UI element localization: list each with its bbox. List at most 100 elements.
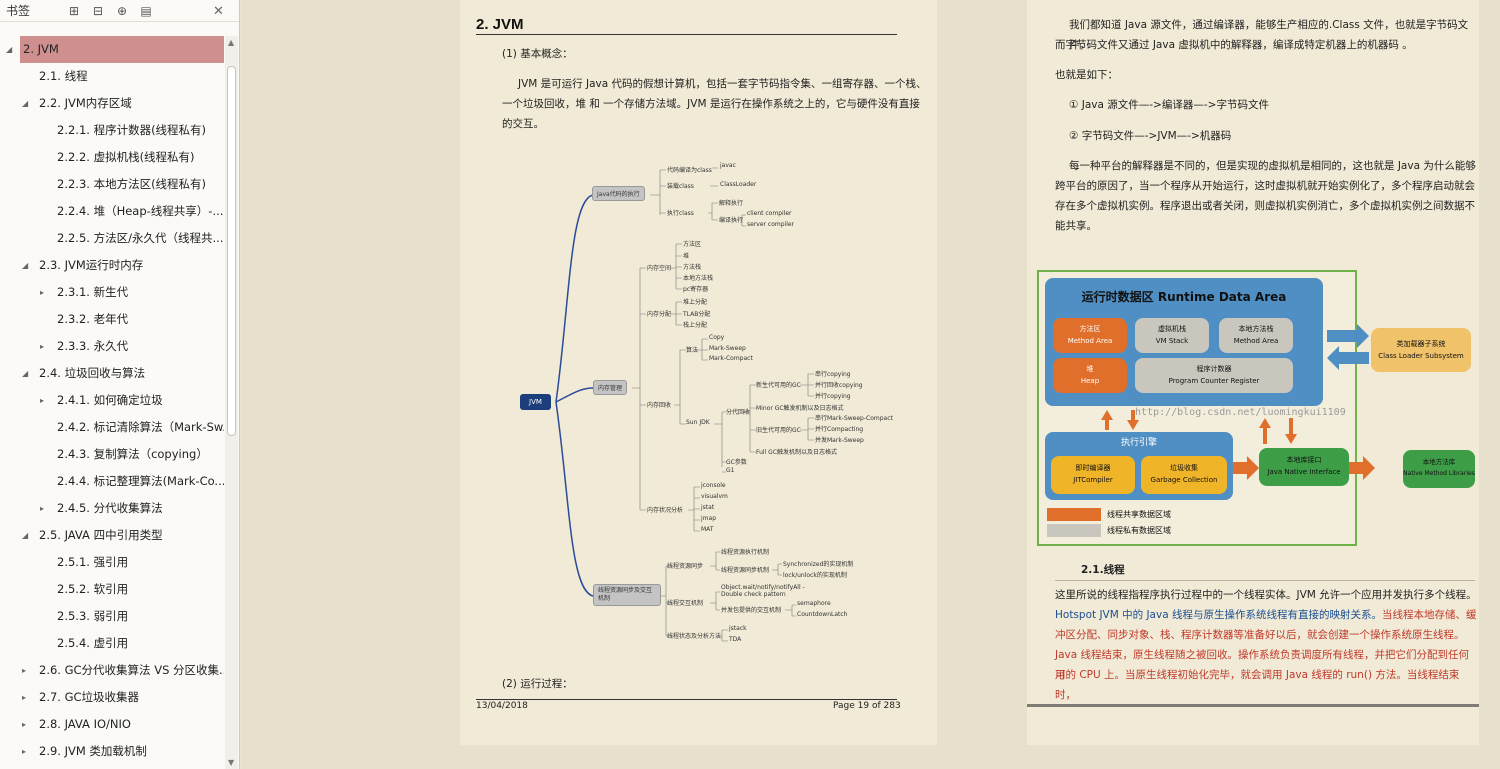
scroll-down-icon[interactable]: ▼ xyxy=(228,758,235,767)
mm-compile: 编译执行 xyxy=(719,217,744,224)
bookmark-item[interactable]: ◢2.4. 垃圾回收与算法 xyxy=(0,360,224,387)
bookmark-label: 2.5.4. 虚引用 xyxy=(57,636,129,650)
expand-all-icon[interactable]: ⊞ xyxy=(68,3,80,18)
vm-stack-en: VM Stack xyxy=(1155,337,1189,345)
bookmark-item[interactable]: 2.2.5. 方法区/永久代（线程共... xyxy=(0,225,224,252)
bookmark-item[interactable]: ▸ 2.9. JVM 类加载机制 xyxy=(0,738,224,765)
jit-en: JITCompiler xyxy=(1073,476,1113,484)
expand-toggle-icon[interactable]: ▸ xyxy=(22,720,27,729)
bookmark-item[interactable]: ◢2.2. JVM内存区域 xyxy=(0,90,224,117)
bookmark-item[interactable]: 2.3.2. 老年代 xyxy=(0,306,224,333)
bookmark-item[interactable]: 2.5.2. 软引用 xyxy=(0,576,224,603)
bookmark-item[interactable]: ▸ 2.3.1. 新生代 xyxy=(0,279,224,306)
bookmark-item[interactable]: 2.5.1. 强引用 xyxy=(0,549,224,576)
mm-exec-item: 装载class xyxy=(667,183,694,190)
expand-toggle-icon[interactable]: ▸ xyxy=(40,342,45,351)
classloader-box xyxy=(1371,328,1471,372)
bookmark-label: 2.2.2. 虚拟机栈(线程私有) xyxy=(57,150,195,164)
pc-label: 程序计数器 xyxy=(1196,365,1232,373)
footer-rule-right xyxy=(1027,704,1479,707)
bookmark-item[interactable]: 2.2.1. 程序计数器(线程私有) xyxy=(0,117,224,144)
close-icon[interactable]: ✕ xyxy=(213,3,224,19)
expand-toggle-icon[interactable]: ▸ xyxy=(40,396,45,405)
mindmap-connectors xyxy=(555,167,814,642)
expand-toggle-icon[interactable]: ◢ xyxy=(22,369,29,378)
heap-label: 堆 xyxy=(1086,365,1094,373)
sidebar-scrollbar[interactable]: ▲ ▼ xyxy=(225,36,238,769)
mm-algo-item: Mark-Compact xyxy=(709,355,753,362)
bookmark-item[interactable]: ▸2.3.3. 永久代 xyxy=(0,333,224,360)
native-lib-label: 本地方法库 xyxy=(1422,458,1456,466)
mm-thread: 线程资源同步及交互机制 xyxy=(593,584,661,606)
bookmark-item[interactable]: ▸2.8. JAVA IO/NIO xyxy=(0,711,224,738)
bookmark-item[interactable]: 2.2.2. 虚拟机栈(线程私有) xyxy=(0,144,224,171)
bookmark-item[interactable]: ▸2.6. GC分代收集算法 VS 分区收集... xyxy=(0,657,224,684)
expand-toggle-icon[interactable]: ▸ xyxy=(22,747,27,756)
mm-old: 旧生代可用的GC xyxy=(756,427,801,434)
thread-line-1: 这里所说的线程指程序执行过程中的一个线程实体。JVM 允许一个应用并发执行多个线… xyxy=(1055,589,1477,601)
mm-sync-item: 线程资源同步机制 xyxy=(721,567,770,574)
platform-line-2: 跨平台的原因了，当一个程序从开始运行，这时虚拟机就开始实例化了，多个程序启动就会 xyxy=(1055,180,1475,192)
bookmark-item[interactable]: ◢2.5. JAVA 四中引用类型 xyxy=(0,522,224,549)
bookmark-item[interactable]: 2.5.3. 弱引用 xyxy=(0,603,224,630)
bookmark-label: 2.4.4. 标记整理算法(Mark-Co... xyxy=(57,474,224,488)
mm-analyze-item: jstat xyxy=(701,504,715,511)
mm-server: server compiler xyxy=(747,221,795,228)
native-if-label: 本地库接口 xyxy=(1286,456,1322,464)
bookmark-label: 2.4.2. 标记清除算法（Mark-Sw... xyxy=(57,420,224,434)
step-1: ① Java 源文件—->编译器—->字节码文件 xyxy=(1069,99,1269,111)
legend-shared-swatch xyxy=(1047,508,1101,521)
bookmark-label: 2.3.2. 老年代 xyxy=(57,312,129,326)
bookmark-item[interactable]: 2.4.4. 标记整理算法(Mark-Co... xyxy=(0,468,224,495)
mm-interp: 解释执行 xyxy=(719,200,744,207)
expand-toggle-icon[interactable]: ◢ xyxy=(22,531,29,540)
bookmark-item[interactable]: ▸2.4.5. 分代收集算法 xyxy=(0,495,224,522)
scrollbar-thumb[interactable] xyxy=(227,66,236,436)
bookmark-label: 2. JVM xyxy=(20,36,224,63)
mm-mem-alloc-item: 堆上分配 xyxy=(683,299,708,306)
thread-line-2-blue: Hotspot JVM 中的 Java 线程与原生操作系统线程有直接的映射关系。 xyxy=(1055,609,1382,621)
document-viewer[interactable]: 2. JVM (1) 基本概念： JVM 是可运行 Java 代码的假想计算机，… xyxy=(241,0,1500,769)
scroll-up-icon[interactable]: ▲ xyxy=(228,38,235,47)
mm-mem-space-item: 堆 xyxy=(683,253,690,260)
bookmark-item[interactable]: 2.1. 线程 xyxy=(0,63,224,90)
expand-toggle-icon[interactable]: ◢ xyxy=(6,45,13,54)
bookmark-label: 2.3.1. 新生代 xyxy=(57,285,129,299)
bookmark-item[interactable]: 2.4.3. 复制算法（copying） xyxy=(0,441,224,468)
mindmap-root: JVM xyxy=(520,394,551,410)
mm-old-item: 并行Compacting xyxy=(815,426,864,433)
expand-toggle-icon[interactable]: ◢ xyxy=(22,261,29,270)
mm-tda: TDA xyxy=(729,636,742,643)
mm-mem-space-item: pc寄存器 xyxy=(683,286,709,293)
expand-toggle-icon[interactable]: ▸ xyxy=(40,504,45,513)
bookmark-item[interactable]: 2.2.4. 堆（Heap-线程共享）-... xyxy=(0,198,224,225)
mm-semaphore: semaphore xyxy=(797,600,831,607)
bookmark-item[interactable]: 2.4.2. 标记清除算法（Mark-Sw... xyxy=(0,414,224,441)
bookmark-item[interactable]: 2.2.3. 本地方法区(线程私有) xyxy=(0,171,224,198)
bookmark-item[interactable]: ◢ 2. JVM xyxy=(0,36,224,63)
bookmark-item[interactable]: ▸2.7. GC垃圾收集器 xyxy=(0,684,224,711)
mm-old-item: 串行Mark-Sweep-Compact xyxy=(815,415,893,422)
collapse-all-icon[interactable]: ⊟ xyxy=(92,3,104,18)
expand-toggle-icon[interactable]: ▸ xyxy=(22,693,27,702)
expand-toggle-icon[interactable]: ▸ xyxy=(22,666,27,675)
mm-client: client compiler xyxy=(747,210,792,217)
mm-sync-item: 线程资源执行机制 xyxy=(721,549,770,556)
bookmark-item[interactable]: ▸2.4.1. 如何确定垃圾 xyxy=(0,387,224,414)
mm-mem-alloc: 内存分配 xyxy=(647,311,672,318)
add-bookmark-icon[interactable]: ⊕ xyxy=(116,3,128,18)
intro-line-1: 我们都知道 Java 源文件，通过编译器，能够生产相应的.Class 文件，也就… xyxy=(1069,19,1469,51)
mm-dcp: Double check pattern xyxy=(721,591,786,598)
expand-toggle-icon[interactable]: ◢ xyxy=(22,99,29,108)
bookmark-item[interactable]: ◢2.3. JVM运行时内存 xyxy=(0,252,224,279)
pdf-page-right: 我们都知道 Java 源文件，通过编译器，能够生产相应的.Class 文件，也就… xyxy=(1027,0,1479,745)
bookmark-item[interactable]: 2.5.4. 虚引用 xyxy=(0,630,224,657)
bookmark-options-icon[interactable]: ▤ xyxy=(140,3,152,18)
bookmark-label: 2.9. JVM 类加载机制 xyxy=(39,744,147,758)
bookmark-label: 2.2.3. 本地方法区(线程私有) xyxy=(57,177,207,191)
mm-mem-alloc-item: TLAB分配 xyxy=(683,311,711,318)
footer-page: Page 19 of 283 xyxy=(833,701,901,711)
expand-toggle-icon[interactable]: ▸ xyxy=(40,288,45,297)
platform-line-1: 每一种平台的解释器是不同的，但是实现的虚拟机是相同的，这也就是 Java 为什么… xyxy=(1069,160,1476,172)
